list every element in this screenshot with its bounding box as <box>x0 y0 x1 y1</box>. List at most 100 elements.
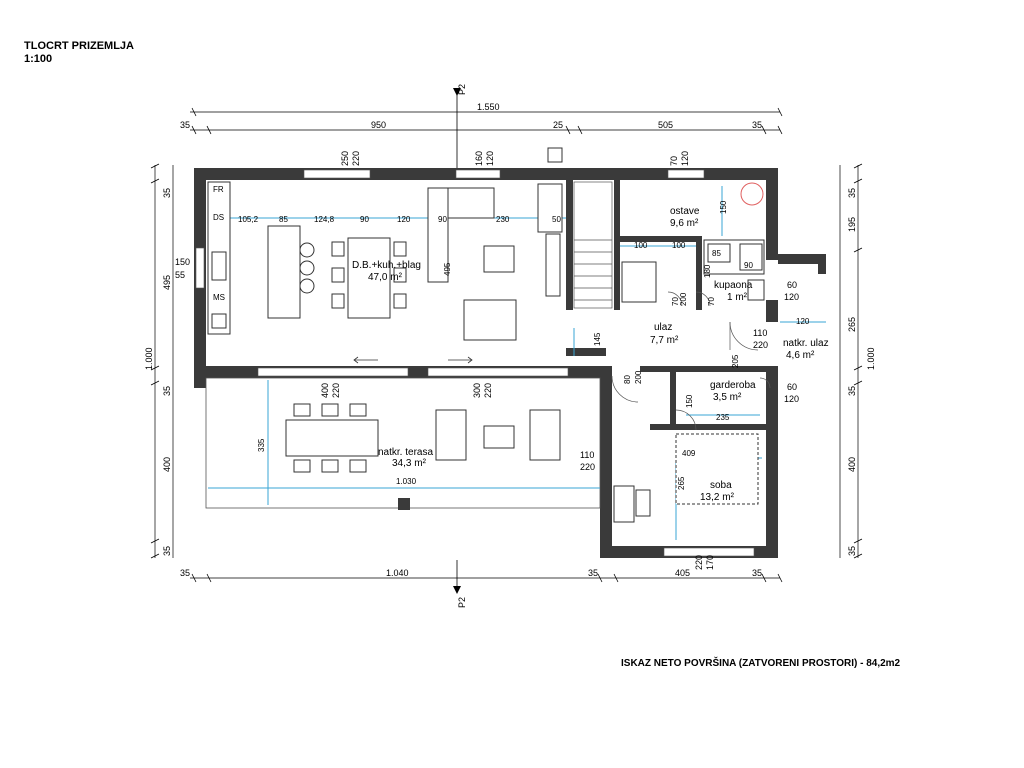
dim-kupaona: 70 <box>707 297 716 306</box>
dim-window: 150 <box>175 257 190 267</box>
dimension-lines <box>150 107 863 583</box>
room-labels: D.B.+kuh.+blag 47,0 m² ostave 9,6 m² kup… <box>352 206 829 503</box>
terrace-lounge <box>435 409 561 461</box>
section-label-top: P2 <box>457 84 467 95</box>
dim-door: 220 <box>483 383 493 398</box>
dim-right-seg: 400 <box>847 457 857 472</box>
dim-left-seg: 35 <box>162 188 172 198</box>
bathroom-fixtures <box>547 147 765 303</box>
room-name-ostave: ostave <box>670 206 700 217</box>
room-name-kupaona: kupaona <box>714 280 753 291</box>
dim-kitchen: 230 <box>496 215 510 224</box>
dim-door: 110 <box>753 328 767 338</box>
room-name-soba: soba <box>710 480 732 491</box>
dim-garderoba-width: 235 <box>716 413 730 422</box>
dimension-labels: 1.550 35 950 25 505 35 35 1.040 35 405 3… <box>144 102 876 578</box>
dim-left-seg: 35 <box>162 546 172 556</box>
dim-window: 250 <box>340 151 350 166</box>
dim-right-seg: 195 <box>847 217 857 232</box>
room-name-covered-entry: natkr. ulaz <box>783 338 829 349</box>
dim-kitchen: 120 <box>397 215 411 224</box>
section-marker-bottom: P2 <box>453 560 467 608</box>
dim-kupaona: 70 <box>671 297 680 306</box>
room-area-ulaz: 7,7 m² <box>650 335 679 346</box>
dim-kitchen: 50 <box>552 215 561 224</box>
dim-door: 300 <box>472 383 482 398</box>
dim-kupaona: 85 <box>712 249 721 258</box>
boiler-circle <box>740 182 764 206</box>
dim-window: 120 <box>680 151 690 166</box>
section-marker-top: P2 <box>453 84 467 170</box>
section-label-bottom: P2 <box>457 597 467 608</box>
room-name-living: D.B.+kuh.+blag <box>352 260 421 271</box>
dim-right-total: 1.000 <box>866 347 876 370</box>
plan-scale: 1:100 <box>24 53 53 65</box>
dim-kitchen: 85 <box>279 215 288 224</box>
dim-top-seg: 950 <box>371 120 386 130</box>
dim-stair: 145 <box>593 332 602 346</box>
room-name-ulaz: ulaz <box>654 322 672 333</box>
dim-bottom-seg: 405 <box>675 568 690 578</box>
dim-kitchen: 90 <box>360 215 369 224</box>
room-area-ostave: 9,6 m² <box>670 218 699 229</box>
dim-bottom-seg: 35 <box>588 568 598 578</box>
dim-right-seg: 35 <box>847 188 857 198</box>
dim-right-seg: 35 <box>847 546 857 556</box>
dim-misc: 495 <box>443 262 452 276</box>
room-name-garderoba: garderoba <box>710 380 756 391</box>
dim-left-seg: 400 <box>162 457 172 472</box>
dim-misc: 200 <box>634 370 643 384</box>
dim-soba-height: 265 <box>677 476 686 490</box>
staircase <box>573 181 613 309</box>
dim-left-seg: 35 <box>162 386 172 396</box>
dim-right-seg: 35 <box>847 386 857 396</box>
dim-window: 170 <box>705 555 715 570</box>
dim-bottom-seg: 1.040 <box>386 568 409 578</box>
dim-top-seg: 25 <box>553 120 563 130</box>
plan-title-text: TLOCRT PRIZEMLJA <box>24 40 134 52</box>
appliance-dishwasher: DS <box>213 213 224 222</box>
dim-door: 60 <box>787 280 797 290</box>
dim-misc: 80 <box>623 375 632 384</box>
dim-window: 160 <box>474 151 484 166</box>
dim-terrace-width: 1.030 <box>396 477 417 486</box>
dim-window: 55 <box>175 270 185 280</box>
dim-door: 60 <box>787 382 797 392</box>
dim-top-seg: 505 <box>658 120 673 130</box>
appliance-fridge: FR <box>213 185 224 194</box>
room-area-covered-entry: 4,6 m² <box>786 350 815 361</box>
dining-set-indoor <box>331 237 407 319</box>
dim-door: 400 <box>320 383 330 398</box>
covered-terrace <box>205 377 601 510</box>
dim-top-seg: 35 <box>752 120 762 130</box>
living-furniture <box>427 183 563 341</box>
dim-garderoba-height: 150 <box>685 394 694 408</box>
dim-kupaona: 180 <box>703 264 712 278</box>
sliding-door-arrows <box>353 356 473 364</box>
chimney-icon <box>547 147 563 163</box>
dim-misc: 200 <box>679 292 688 306</box>
room-area-soba: 13,2 m² <box>700 492 735 503</box>
dim-terrace-height: 335 <box>257 438 266 452</box>
plan-title: TLOCRT PRIZEMLJA 1:100 <box>24 40 134 66</box>
dim-bottom-seg: 35 <box>752 568 762 578</box>
dim-top-total: 1.550 <box>477 102 500 112</box>
dim-right-seg: 265 <box>847 317 857 332</box>
dim-kitchen: 90 <box>438 215 447 224</box>
dim-bottom-seg: 35 <box>180 568 190 578</box>
dim-door: 120 <box>784 292 799 302</box>
dim-kitchen: 124,8 <box>314 215 335 224</box>
dim-window: 70 <box>669 156 679 166</box>
room-area-kupaona: 1 m² <box>727 292 748 303</box>
doors <box>611 291 771 431</box>
dim-door: 110 <box>580 450 594 460</box>
dim-door: 220 <box>580 462 595 472</box>
dim-ostave-width: 100 <box>672 241 686 250</box>
dim-soba-width: 409 <box>682 449 696 458</box>
bedroom-furniture <box>613 433 759 523</box>
dim-top-seg: 35 <box>180 120 190 130</box>
dim-left-seg: 495 <box>162 275 172 290</box>
dim-kupaona: 90 <box>744 261 753 270</box>
room-name-terrace: natkr. terasa <box>378 447 433 458</box>
dim-misc: 205 <box>731 354 740 368</box>
